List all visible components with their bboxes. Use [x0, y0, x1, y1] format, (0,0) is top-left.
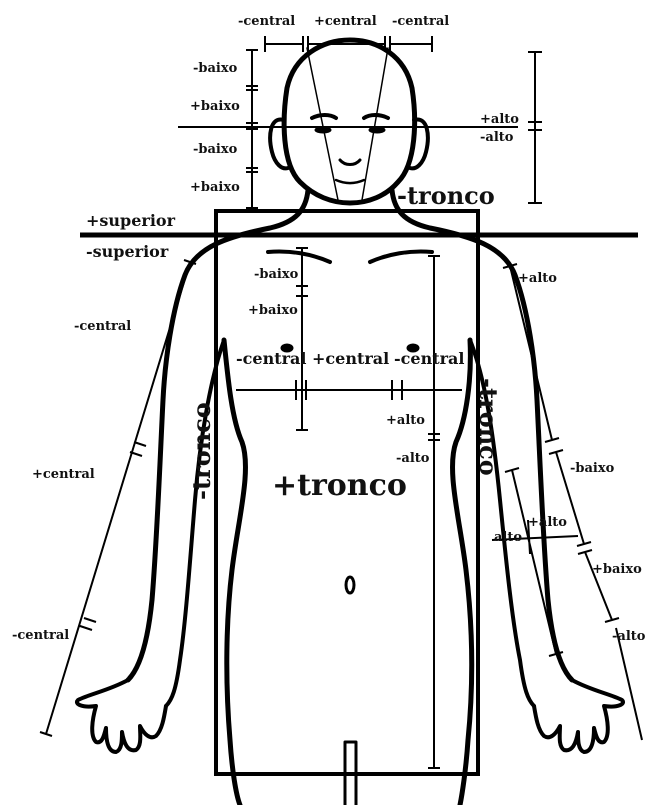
right-arm-bracket: [503, 264, 642, 740]
label-arm-left-central-top: -central: [74, 319, 131, 334]
label-forearm-plus-alto: +alto: [528, 515, 567, 530]
head-right-bracket: [528, 52, 542, 203]
face-guide-right: [362, 48, 388, 200]
label-chest-minus-baixo: -baixo: [254, 267, 299, 282]
label-neck-tronco: -tronco: [397, 181, 495, 210]
torso-side-right: [453, 340, 472, 805]
label-arm-right-minus-baixo: -baixo: [570, 461, 615, 476]
label-chest-plus-baixo: +baixo: [248, 303, 298, 318]
face-guide-left: [307, 48, 338, 200]
label-chest-left-central: -central: [236, 349, 306, 368]
label-arm-right-minus-alto: -alto: [612, 629, 646, 644]
label-head-top-left: -central: [238, 14, 295, 29]
torso-side-left: [224, 340, 246, 805]
label-head-right-minus: -alto: [480, 130, 514, 145]
label-head-right-plus: +alto: [480, 112, 519, 127]
nipple-bracket: [236, 380, 462, 400]
torso-bracket: [428, 256, 440, 768]
label-minus-superior: -superior: [86, 242, 169, 261]
label-chest-right-central: -central: [394, 349, 464, 368]
left-brow: [312, 115, 336, 118]
navel: [346, 577, 354, 593]
left-hand: [77, 680, 166, 752]
head-left-bracket: [246, 50, 258, 208]
label-torso-plus-alto: +alto: [386, 413, 425, 428]
label-head-left-1: -baixo: [193, 61, 238, 76]
label-head-left-4: +baixo: [190, 180, 240, 195]
label-center-tronco: +tronco: [272, 468, 407, 503]
label-left-tronco: -tronco: [187, 402, 216, 500]
label-right-tronco: -tronco: [474, 378, 503, 476]
human-figure: [77, 40, 623, 805]
label-forearm-alto: alto: [494, 530, 522, 545]
measurement-marks: [40, 36, 642, 768]
mouth: [336, 180, 364, 183]
label-torso-minus-alto: -alto: [396, 451, 430, 466]
right-hand: [534, 680, 623, 752]
label-head-top-right: -central: [392, 14, 449, 29]
label-head-left-3: -baixo: [193, 142, 238, 157]
label-arm-left-central-bottom: -central: [12, 628, 69, 643]
label-arm-left-plus-central: +central: [32, 467, 95, 482]
label-plus-superior: +superior: [86, 211, 176, 230]
label-head-top-mid: +central: [314, 14, 377, 29]
head-outline: [284, 40, 414, 203]
nose: [340, 160, 360, 165]
left-collar: [268, 251, 330, 262]
labels: -central +central -central -baixo +baixo…: [12, 14, 646, 644]
right-collar: [370, 251, 432, 262]
label-chest-mid-central: +central: [312, 349, 389, 368]
label-arm-right-plus-baixo: +baixo: [592, 562, 642, 577]
label-arm-right-plus-alto: +alto: [518, 271, 557, 286]
label-head-left-2: +baixo: [190, 99, 240, 114]
